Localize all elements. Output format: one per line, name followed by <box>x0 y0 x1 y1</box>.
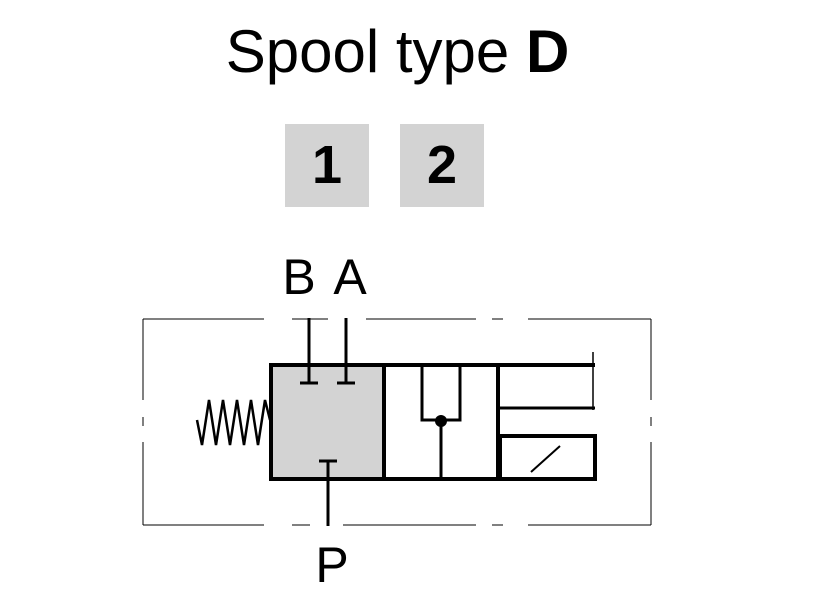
title-prefix: Spool type <box>225 18 510 85</box>
spool-type-letter: D <box>525 18 570 85</box>
blocked-port-p <box>319 459 337 479</box>
position-label-1: 1 <box>285 124 369 207</box>
spring-icon <box>195 399 272 446</box>
solenoid-actuator <box>498 352 597 481</box>
position-label-2: 2 <box>400 124 484 207</box>
blocked-port-a <box>337 365 355 385</box>
diagram-title: Spool type D <box>0 14 795 90</box>
port-label-a: A <box>333 249 367 305</box>
junction-dot <box>435 415 447 427</box>
port-label-b: B <box>282 249 315 305</box>
blocked-port-b <box>300 365 318 385</box>
port-lines <box>307 318 348 526</box>
enclosure-outline <box>142 318 652 526</box>
port-label-p: P <box>315 537 348 593</box>
